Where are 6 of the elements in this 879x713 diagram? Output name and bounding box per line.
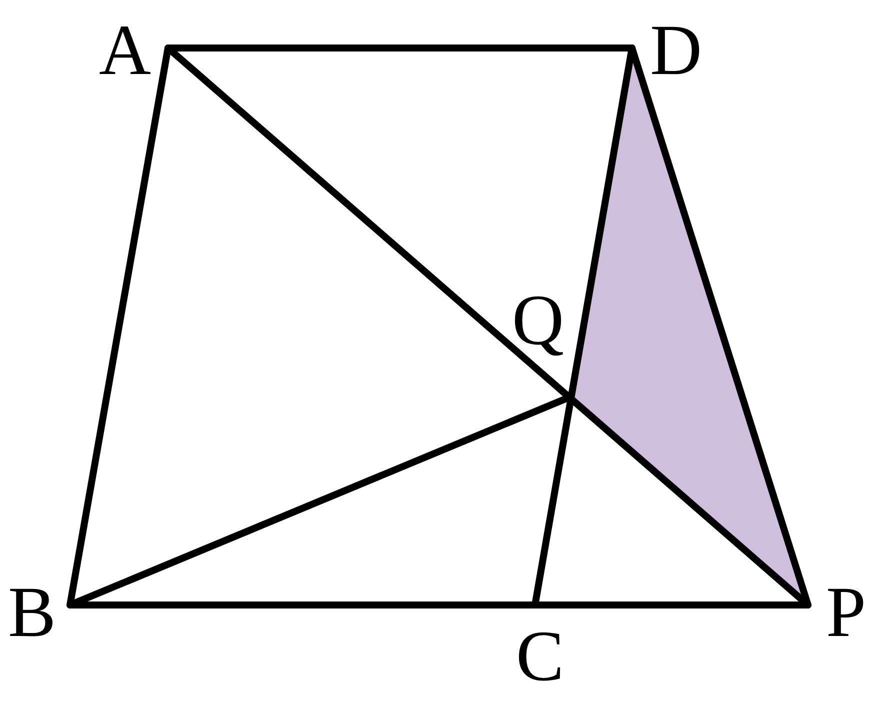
- point-label: A: [99, 14, 151, 86]
- point-label: P: [826, 576, 866, 648]
- point-label: D: [650, 14, 702, 86]
- point-label: C: [516, 620, 564, 692]
- point-label: B: [8, 576, 56, 648]
- point-label: Q: [512, 284, 564, 356]
